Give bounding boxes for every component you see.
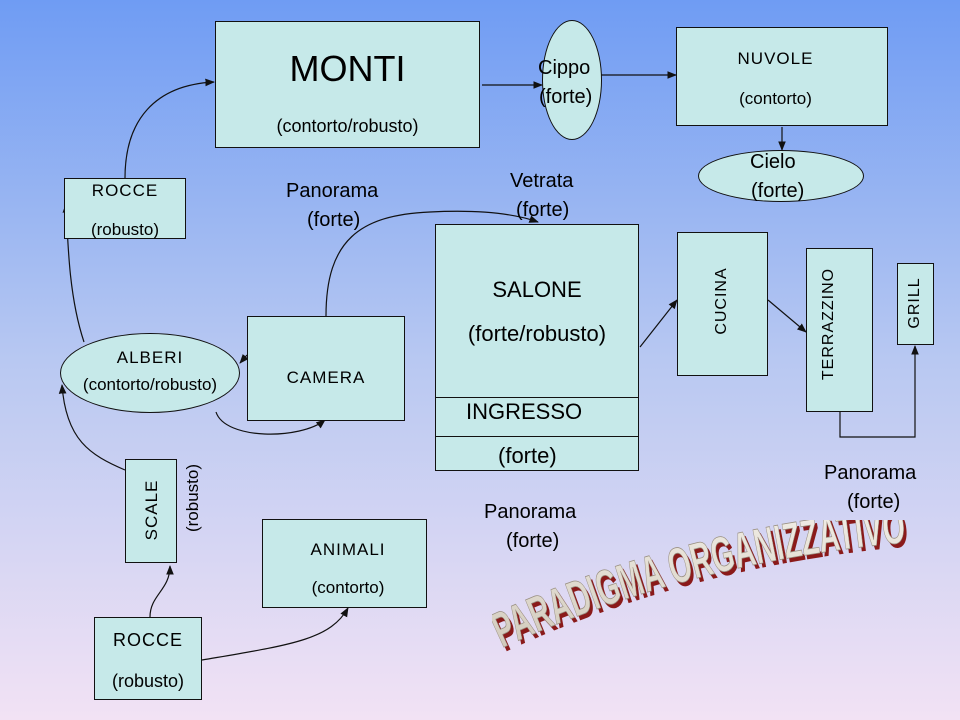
panorama-right-sub: (forte) <box>847 491 901 513</box>
node-ingresso-sub: (forte) <box>498 443 557 468</box>
node-ingresso-label: INGRESSO <box>466 399 583 424</box>
node-camera-label: CAMERA <box>286 368 366 387</box>
arrow-rocce-scale <box>149 565 174 618</box>
divider-ingresso-bottom <box>436 436 638 437</box>
vetrata-sub: (forte) <box>516 199 570 221</box>
node-cielo-sub: (forte) <box>751 180 805 202</box>
node-rocce-bottom[interactable]: ROCCE (robusto) <box>94 617 202 700</box>
node-rocce-top-label: ROCCE <box>91 181 159 200</box>
node-rocce-top[interactable]: ROCCE (robusto) <box>64 178 186 239</box>
node-monti[interactable]: MONTI (contorto/robusto) <box>215 21 480 148</box>
panorama-mid-label: Panorama <box>484 501 577 523</box>
panorama-camera-sub: (forte) <box>307 209 361 231</box>
node-camera[interactable]: CAMERA <box>247 316 405 421</box>
arrow-camera-vetrata <box>325 210 539 317</box>
divider-ingresso-top <box>436 397 638 398</box>
node-scale-sub: (robusto) <box>183 463 202 533</box>
node-animali-label: ANIMALI <box>310 540 386 559</box>
node-nuvole[interactable]: NUVOLE (contorto) <box>676 27 888 126</box>
node-scale[interactable]: SCALE <box>125 459 177 563</box>
node-rocce-bottom-label: ROCCE <box>112 630 183 650</box>
node-rocce-top-sub: (robusto) <box>90 220 160 239</box>
node-grill-label: GRILL <box>906 277 923 329</box>
node-cucina[interactable]: CUCINA <box>677 232 768 376</box>
node-cielo[interactable]: Cielo (forte) <box>698 150 864 202</box>
node-terrazzino-label: TERRAZZINO <box>820 267 837 381</box>
node-rocce-bottom-sub: (robusto) <box>111 671 185 691</box>
arrow-camera-alberi <box>239 353 249 364</box>
arrow-terrazzino-grill <box>839 345 919 438</box>
node-grill[interactable]: GRILL <box>897 263 934 345</box>
node-animali-sub: (contorto) <box>311 578 385 597</box>
node-animali[interactable]: ANIMALI (contorto) <box>262 519 427 608</box>
node-salone-label: SALONE <box>492 277 582 302</box>
arrow-rocce-monti <box>124 78 215 179</box>
wordart-title: PARADIGMA ORGANIZZATIVO PARADIGMA ORGANI… <box>492 520 910 660</box>
node-monti-label: MONTI <box>289 48 406 89</box>
arrow-alberi-camera <box>215 411 326 435</box>
node-cucina-label: CUCINA <box>713 267 730 335</box>
node-alberi-sub: (contorto/robusto) <box>82 375 218 394</box>
node-nuvole-sub: (contorto) <box>739 89 812 108</box>
vetrata-label: Vetrata <box>510 170 574 192</box>
arrow-rocce-animali <box>201 607 349 661</box>
panorama-mid-sub: (forte) <box>506 530 560 552</box>
arrow-cucina-terrazzino <box>767 299 807 333</box>
node-salone-sub: (forte/robusto) <box>467 321 607 346</box>
node-cippo[interactable]: Cippo (forte) <box>538 20 602 140</box>
node-scale-label: SCALE <box>142 479 161 541</box>
node-cippo-label: Cippo <box>538 57 591 79</box>
node-cielo-label: Cielo <box>750 151 796 173</box>
node-alberi[interactable]: ALBERI (contorto/robusto) <box>60 333 240 413</box>
node-cippo-sub: (forte) <box>539 86 593 108</box>
node-nuvole-label: NUVOLE <box>737 49 814 68</box>
node-salone[interactable]: SALONE (forte/robusto) INGRESSO (forte) <box>435 224 639 471</box>
node-monti-sub: (contorto/robusto) <box>276 116 419 136</box>
panorama-right-label: Panorama <box>824 462 917 484</box>
node-alberi-label: ALBERI <box>116 348 184 367</box>
arrow-scale-alberi <box>58 384 126 471</box>
panorama-camera-label: Panorama <box>286 180 379 202</box>
node-terrazzino[interactable]: TERRAZZINO <box>806 248 873 412</box>
arrow-salone-cucina <box>639 299 678 348</box>
